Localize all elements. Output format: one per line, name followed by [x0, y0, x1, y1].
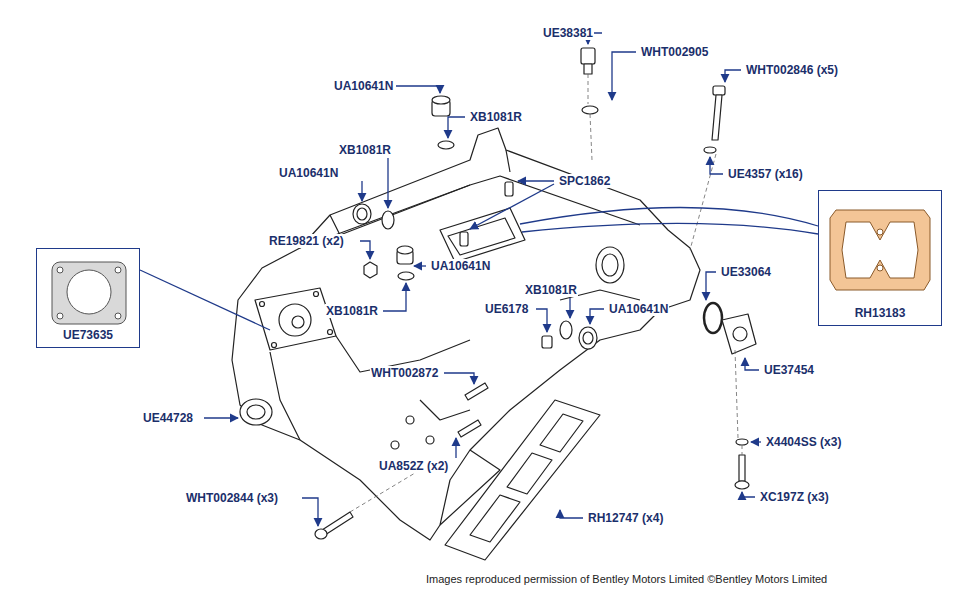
callout-label: RH12747 (x4)	[587, 511, 664, 525]
part-number: RH13183	[819, 306, 941, 320]
callout-label: WHT002905	[640, 45, 709, 59]
callout-label: XB1081R	[325, 304, 379, 318]
callout-label: UE38381	[542, 26, 594, 40]
callout-label: XB1081R	[338, 143, 392, 157]
callout-label: UE6178	[484, 302, 529, 316]
copyright-caption: Images reproduced permission of Bentley …	[426, 573, 827, 585]
callout-label: UA10641N	[430, 259, 491, 273]
callout-label: UA10641N	[278, 166, 339, 180]
inset-box: UE73635	[36, 248, 140, 348]
callout-label: WHT002872	[370, 366, 439, 380]
callout-label: XC197Z (x3)	[759, 490, 830, 504]
callout-label: UE33064	[720, 265, 772, 279]
callout-label: UE37454	[763, 363, 815, 377]
callout-label: UA10641N	[333, 79, 394, 93]
callout-label: RE19821 (x2)	[268, 234, 345, 248]
callout-label: WHT002844 (x3)	[185, 491, 279, 505]
callout-label: WHT002846 (x5)	[745, 63, 839, 77]
callout-label: UE44728	[142, 411, 194, 425]
callout-label: XB1081R	[524, 283, 578, 297]
callout-label: UE4357 (x16)	[727, 167, 804, 181]
callout-label: UA10641N	[608, 302, 669, 316]
callout-label: XB1081R	[469, 110, 523, 124]
callout-label: UA852Z (x2)	[378, 459, 449, 473]
inset-box: RH13183	[818, 190, 942, 326]
callout-label: SPC1862	[558, 174, 611, 188]
part-number: UE73635	[37, 328, 139, 342]
callout-label: X4404SS (x3)	[765, 435, 842, 449]
